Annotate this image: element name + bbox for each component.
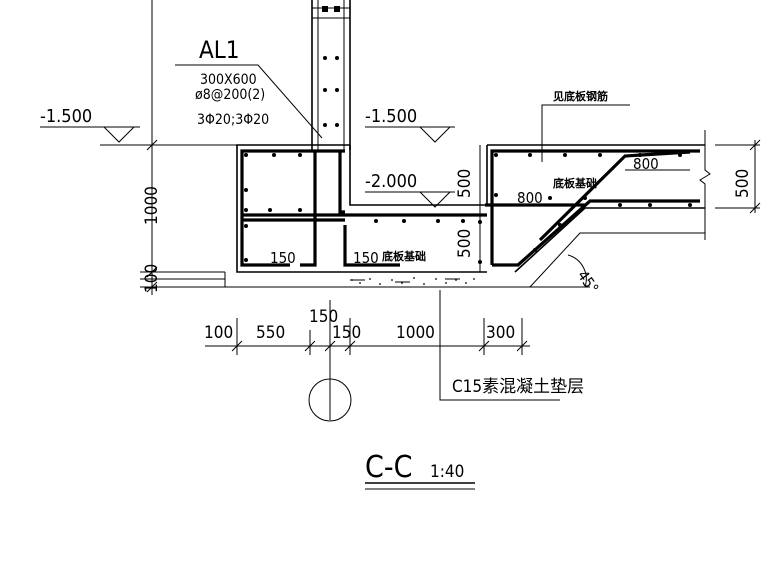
section-scale: 1:40	[430, 462, 464, 482]
dim-ticks	[146, 139, 158, 293]
slab-foundation-right-label: 底板基础	[553, 176, 597, 190]
dim-right-500: 500	[733, 169, 753, 198]
cushion-leader	[439, 290, 560, 401]
section-title: C-C	[365, 450, 412, 485]
beam-bars: 3Φ20;3Φ20	[197, 112, 269, 128]
dim-bottom-100: 100	[204, 323, 233, 343]
rebar-dots	[244, 56, 692, 264]
slab-foundation-center-label: 底板基础	[382, 249, 426, 263]
dim-inner-150-left: 150	[270, 249, 296, 267]
dim-slope-800-bottom: 800	[517, 189, 543, 207]
dim-left-bottom: 100	[142, 264, 162, 293]
beam-size: 300X600	[200, 72, 257, 88]
beam-label-leader	[175, 64, 323, 139]
dim-bottom-1000: 1000	[396, 323, 435, 343]
axis-bubble	[308, 378, 352, 422]
level-mid-text: -1.500	[365, 106, 417, 127]
break-line-symbol	[699, 130, 711, 240]
level-low-text: -2.000	[365, 171, 417, 192]
beam-stirrup: ø8@200(2)	[195, 87, 265, 103]
dim-bottom-300: 300	[486, 323, 515, 343]
dim-mid-500-lower: 500	[455, 229, 475, 258]
angle-arc	[567, 254, 587, 288]
dim-inner-150-right: 150	[353, 249, 379, 267]
cushion-note: C15素混凝土垫层	[452, 377, 584, 397]
cushion-hatch	[350, 277, 475, 285]
see-slab-rebar-note: 见底板钢筋	[553, 89, 608, 103]
dim-mid-500-upper: 500	[455, 169, 475, 198]
level-left-text: -1.500	[40, 106, 92, 127]
beam-label: AL1	[199, 36, 240, 64]
dim-bottom-550: 550	[256, 323, 285, 343]
dim-slope-800-top: 800	[633, 155, 659, 173]
beam-column	[311, 0, 351, 150]
dim-bottom-150b: 150	[332, 323, 361, 343]
dim-bottom-150a: 150	[309, 307, 338, 327]
dim-left-height: 1000	[142, 186, 162, 225]
note-leader	[541, 104, 630, 162]
dim-angle: 45°	[574, 267, 602, 297]
rebar-lines	[240, 149, 700, 267]
